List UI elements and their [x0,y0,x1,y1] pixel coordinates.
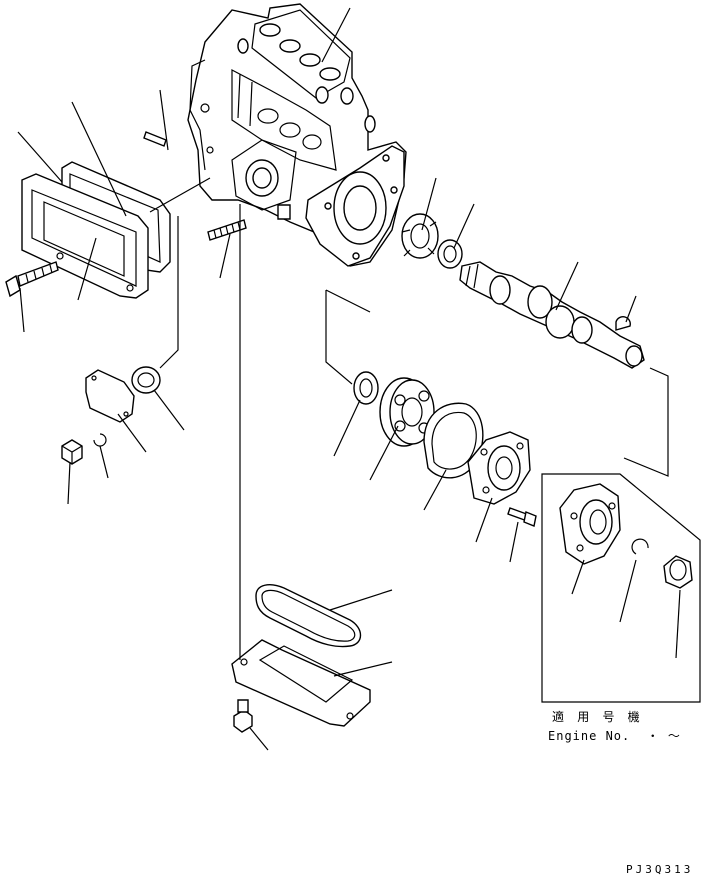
bottom-plate-icon [232,640,370,726]
roller-bearing-icon [380,378,434,446]
flange-bolt-icon [508,508,536,526]
bearing-flange-icon [468,432,530,504]
spacer-washer-icon [354,372,378,404]
bottom-bolt-icon [234,700,252,732]
blank-cover-icon [86,370,134,422]
cover-bolt-icon [6,262,58,296]
woodruff-key-icon [616,317,630,330]
engine-number-label: Engine No. ・ ～ [548,729,681,743]
snap-ring-icon [94,434,106,446]
bottom-gasket-icon [256,585,361,647]
thrust-washer-icon [438,240,462,268]
hex-nut-icon [62,440,82,464]
camshaft-icon [460,262,644,368]
o-ring-icon [132,367,160,393]
drawing-code: PJ3Q313 [626,863,694,876]
flange-gasket-icon [424,403,483,478]
coupling-flange-icon [560,484,620,564]
leader-lines [18,8,680,750]
pump-housing-icon [188,4,406,266]
inset-frame-icon [542,474,700,702]
bearing-icon [402,214,438,258]
dowel-pin-icon [144,132,166,146]
inset-snap-ring-icon [632,539,648,554]
stud-bolt-icon [208,220,246,240]
applicable-models-label: 適 用 号 機 [552,710,643,724]
inset-nut-icon [664,556,692,588]
